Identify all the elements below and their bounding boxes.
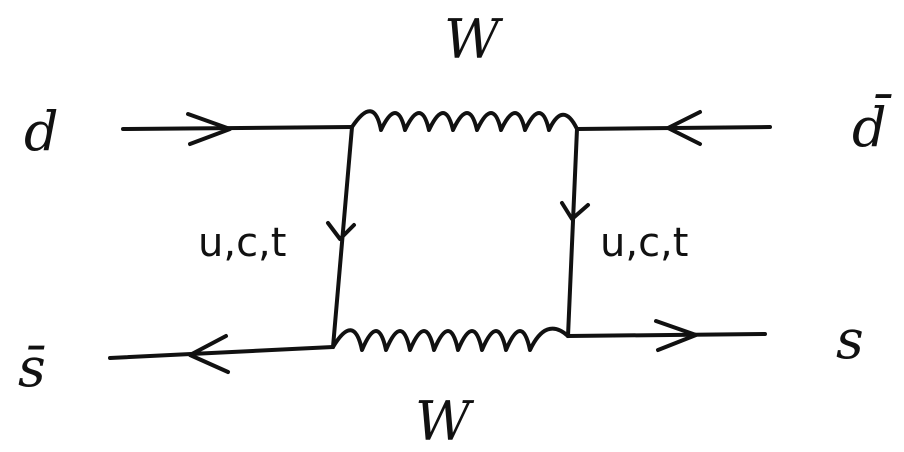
label-quark-dbar: d̄ xyxy=(852,93,893,159)
label-boson-bottom: W xyxy=(415,390,475,452)
label-internal-left: u,c,t xyxy=(198,220,286,266)
arrow-d-in xyxy=(186,112,232,146)
label-boson-top: W xyxy=(444,8,504,71)
line-sbar-in xyxy=(108,345,335,360)
w-propagator-bottom xyxy=(331,326,570,352)
arrow-sbar-in xyxy=(188,334,230,374)
label-quark-s: s xyxy=(836,308,864,371)
arrow-s-out xyxy=(654,319,698,352)
label-quark-d: d xyxy=(24,100,59,163)
label-internal-right: u,c,t xyxy=(600,220,688,266)
w-propagator-top xyxy=(350,109,579,132)
arrow-dbar-out xyxy=(666,110,702,146)
arrow-internal-left xyxy=(326,221,356,241)
line-d-in xyxy=(121,125,354,131)
line-internal-right xyxy=(566,127,579,338)
line-dbar-out xyxy=(575,125,772,131)
line-s-out xyxy=(566,332,767,338)
arrow-internal-right xyxy=(560,201,590,221)
label-quark-sbar: s̄ xyxy=(18,336,46,399)
